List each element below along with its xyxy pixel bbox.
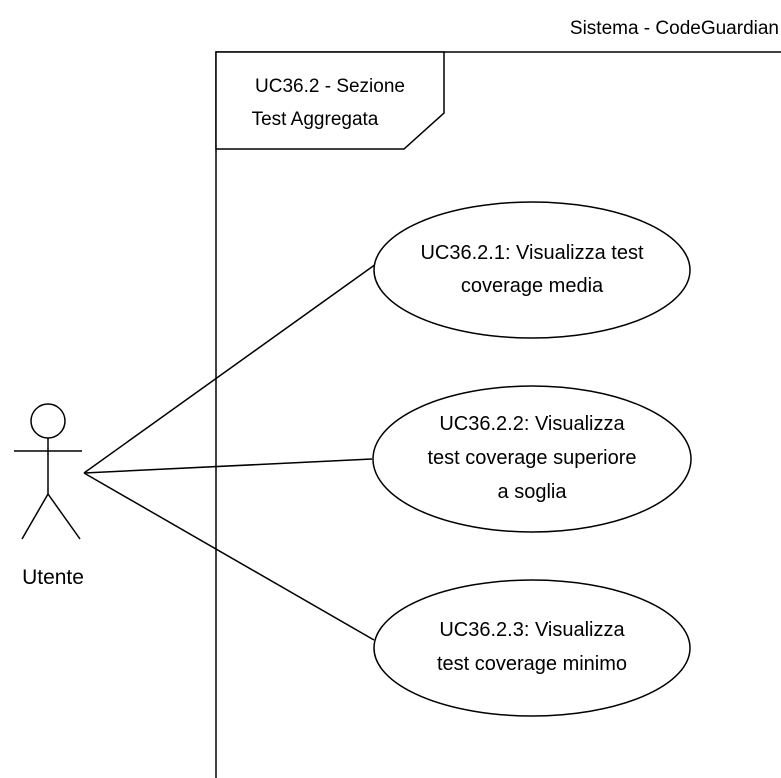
frame-label-box xyxy=(215,51,445,150)
system-title: Sistema - CodeGuardian xyxy=(570,18,779,39)
association-uc36-2-1 xyxy=(83,263,377,474)
use-case-uc36-2-2 xyxy=(372,385,692,533)
actor-figure xyxy=(14,403,82,540)
association-uc36-2-2 xyxy=(83,458,373,474)
frame-label-line-2: Test Aggregata xyxy=(252,109,379,130)
use-case-uc36-2-2-line-3: a soglia xyxy=(498,481,568,503)
association-uc36-2-3 xyxy=(83,472,375,641)
actor-name: Utente xyxy=(22,566,84,589)
use-case-uc36-2-3 xyxy=(373,579,691,717)
use-case-uc36-2-1-line-2: coverage media xyxy=(461,275,604,297)
frame-label-line-1: UC36.2 - Sezione xyxy=(255,76,405,97)
use-case-uc36-2-2-line-1: UC36.2.2: Visualizza xyxy=(439,413,625,435)
use-case-uc36-2-2-line-2: test coverage superiore xyxy=(427,447,636,469)
use-case-uc36-2-1-line-1: UC36.2.1: Visualizza test xyxy=(420,242,644,264)
use-case-uc36-2-1 xyxy=(373,201,691,339)
actor-right-leg xyxy=(47,493,81,540)
actor-head xyxy=(30,403,66,439)
use-case-uc36-2-3-line-1: UC36.2.3: Visualizza xyxy=(439,619,625,641)
actor-left-leg xyxy=(21,493,49,540)
use-case-uc36-2-3-line-2: test coverage minimo xyxy=(437,653,627,675)
